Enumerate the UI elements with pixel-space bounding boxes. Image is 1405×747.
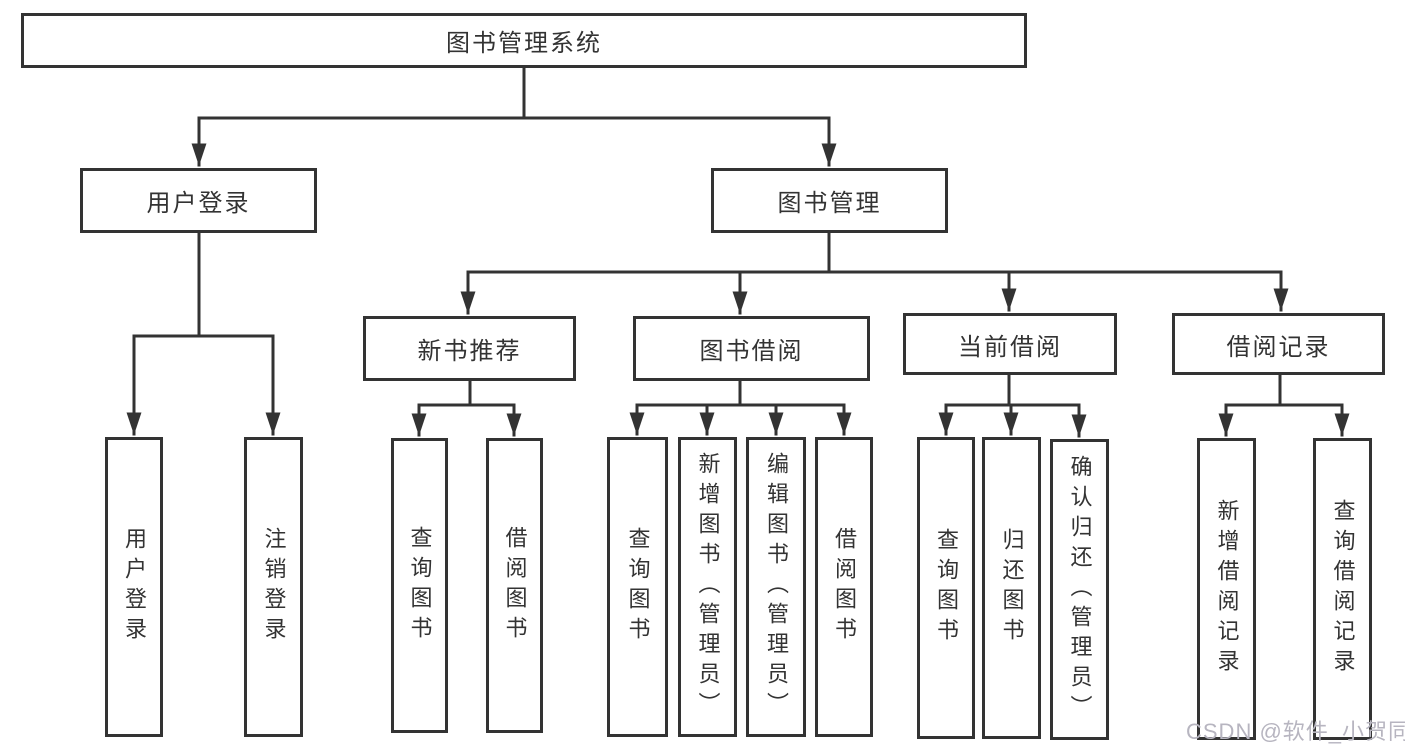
leaf-query-books-1: 查询图书	[391, 438, 448, 733]
leaf-edit-books-admin: 编辑图书（管理员）	[746, 437, 806, 737]
node-book-borrow-label: 图书借阅	[699, 338, 804, 365]
node-borrow-records: 借阅记录	[1172, 313, 1385, 375]
node-book-borrow: 图书借阅	[633, 316, 870, 381]
leaf-borrow-books-2-label: 借阅图书	[832, 527, 857, 647]
csdn-watermark: CSDN @软件_小贺同学	[1186, 719, 1405, 744]
node-library-system: 图书管理系统	[21, 13, 1027, 68]
leaf-query-books-1-label: 查询图书	[407, 525, 433, 646]
leaf-borrow-books-1-label: 借阅图书	[502, 525, 528, 646]
leaf-borrow-books-1: 借阅图书	[486, 438, 543, 733]
leaf-edit-books-admin-label: 编辑图书（管理员）	[764, 452, 789, 722]
leaf-user-login-label: 用户登录	[122, 527, 147, 647]
leaf-confirm-return-admin: 确认归还（管理员）	[1050, 439, 1109, 740]
leaf-return-books: 归还图书	[982, 437, 1041, 739]
leaf-user-login: 用户登录	[105, 437, 163, 737]
node-borrow-records-label: 借阅记录	[1226, 333, 1331, 361]
node-current-borrow-label: 当前借阅	[958, 333, 1062, 361]
leaf-query-books-3-label: 查询图书	[934, 528, 959, 648]
node-user-login-label: 用户登录	[146, 190, 251, 217]
leaf-return-books-label: 归还图书	[999, 528, 1025, 648]
leaf-add-borrow-record-label: 新增借阅记录	[1214, 499, 1240, 679]
leaf-borrow-books-2: 借阅图书	[815, 437, 873, 737]
leaf-query-borrow-record-label: 查询借阅记录	[1330, 499, 1356, 679]
node-user-login: 用户登录	[80, 168, 317, 233]
node-book-management: 图书管理	[711, 168, 948, 233]
leaf-query-books-3: 查询图书	[917, 437, 975, 739]
leaf-query-books-2: 查询图书	[607, 437, 668, 737]
leaf-confirm-return-admin-label: 确认归还（管理员）	[1067, 454, 1093, 725]
node-new-book-recommend-label: 新书推荐	[417, 338, 522, 365]
leaf-query-books-2-label: 查询图书	[625, 527, 651, 647]
leaf-logout: 注销登录	[244, 437, 303, 737]
node-new-book-recommend: 新书推荐	[363, 316, 576, 381]
node-library-system-label: 图书管理系统	[446, 30, 602, 57]
leaf-add-books-admin-label: 新增图书（管理员）	[695, 452, 721, 722]
node-book-management-label: 图书管理	[777, 190, 882, 217]
leaf-logout-label: 注销登录	[261, 527, 287, 647]
leaf-add-borrow-record: 新增借阅记录	[1197, 438, 1256, 740]
leaf-query-borrow-record: 查询借阅记录	[1313, 438, 1372, 740]
leaf-add-books-admin: 新增图书（管理员）	[678, 437, 737, 737]
node-current-borrow: 当前借阅	[903, 313, 1117, 375]
